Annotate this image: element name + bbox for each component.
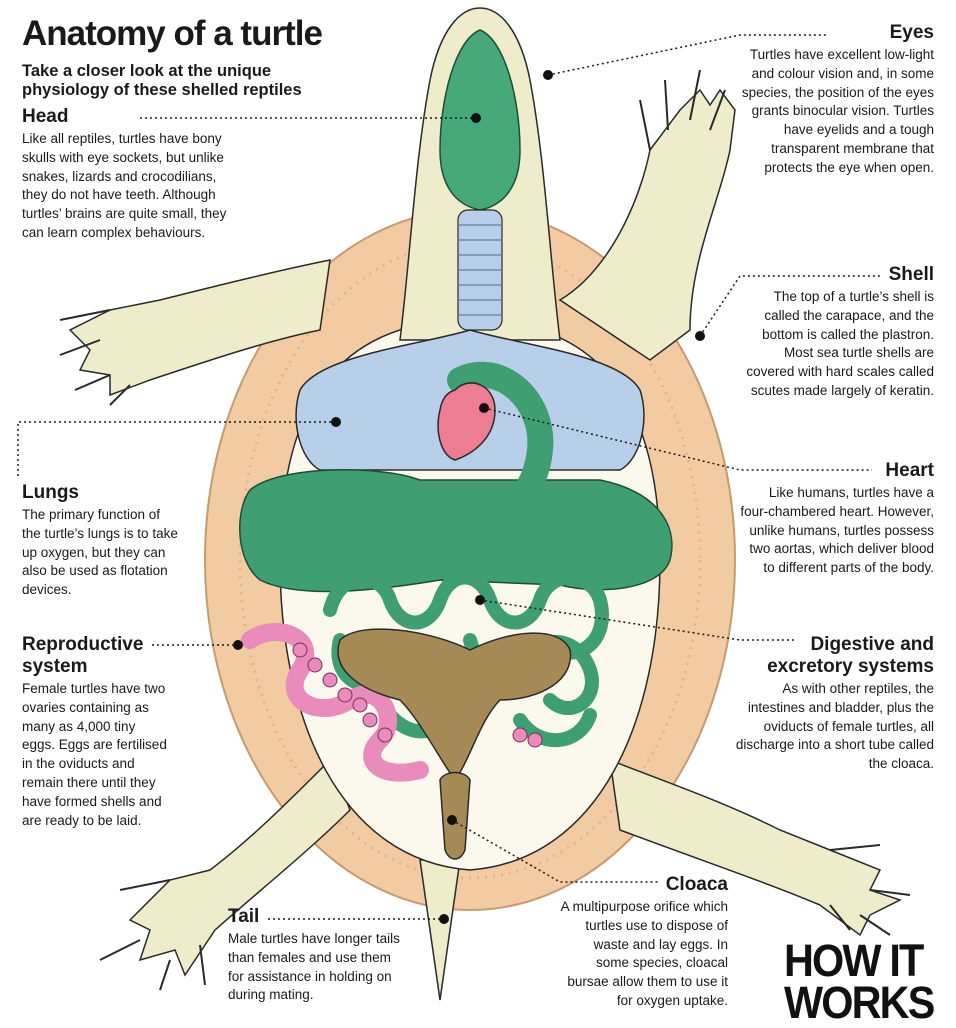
trachea-rings: [458, 224, 502, 316]
label-lungs-heading: Lungs: [22, 482, 79, 503]
rear-right-flipper: [609, 758, 911, 937]
logo-line-1: HOW IT: [784, 935, 924, 986]
page-subtitle: Take a closer look at the unique physiol…: [22, 62, 302, 99]
label-cloaca-heading: Cloaca: [665, 874, 728, 895]
label-reproductive: Reproductive system Female turtles have …: [22, 634, 172, 830]
tail: [419, 859, 461, 1001]
leader-eyes: [547, 34, 826, 76]
label-eyes: Eyes Turtles have excellent low-light an…: [734, 22, 934, 178]
leader-digestive: [479, 599, 796, 641]
leader-lines: [17, 34, 880, 920]
label-cloaca-body: A multipurpose orifice which turtles use…: [560, 899, 728, 1008]
label-cloaca: Cloaca A multipurpose orifice which turt…: [560, 874, 728, 1011]
leader-heart: [483, 407, 872, 471]
label-eyes-body: Turtles have excellent low-light and col…: [741, 47, 934, 175]
label-shell: Shell The top of a turtle’s shell is cal…: [744, 264, 934, 401]
logo-line-2: WORKS: [784, 977, 935, 1028]
liver: [239, 469, 673, 593]
shell-inner-rim: [238, 240, 702, 880]
leader-dots: [233, 70, 705, 924]
leader-cloaca: [451, 819, 660, 883]
heart: [437, 382, 496, 461]
front-left-flipper: [59, 259, 331, 406]
cloaca: [439, 771, 471, 860]
leader-lungs: [17, 421, 336, 476]
label-lungs-body: The primary function of the turtle’s lun…: [22, 507, 178, 598]
leader-shell: [699, 275, 880, 337]
label-digestive-body: As with other reptiles, the intestines a…: [735, 681, 934, 772]
front-right-flipper: [558, 69, 736, 361]
bladder: [337, 628, 572, 782]
label-lungs: Lungs The primary function of the turtle…: [22, 482, 182, 600]
label-tail: Tail Male turtles have longer tails than…: [228, 906, 408, 1005]
stomach: [447, 361, 554, 543]
label-shell-body: The top of a turtle’s shell is called th…: [746, 289, 934, 398]
label-tail-body: Male turtles have longer tails than fema…: [228, 931, 400, 1003]
rear-left-flipper: [99, 758, 351, 991]
label-heart-heading: Heart: [885, 460, 934, 481]
label-digestive: Digestive and excretory systems As with …: [732, 634, 934, 774]
reproductive-organs: [241, 622, 543, 782]
label-eyes-heading: Eyes: [889, 22, 934, 43]
label-head-body: Like all reptiles, turtles have bony sku…: [22, 131, 227, 240]
label-digestive-heading: Digestive and excretory systems: [767, 634, 934, 677]
label-heart: Heart Like humans, turtles have a four-c…: [740, 460, 934, 578]
label-heart-body: Like humans, turtles have a four-chamber…: [740, 485, 934, 576]
label-reproductive-body: Female turtles have two ovaries containi…: [22, 681, 167, 828]
label-reproductive-heading: Reproductive system: [22, 634, 144, 677]
page-title: Anatomy of a turtle: [22, 14, 323, 53]
label-head-heading: Head: [22, 106, 69, 127]
label-tail-heading: Tail: [228, 906, 260, 927]
label-head: Head Like all reptiles, turtles have bon…: [22, 106, 237, 243]
label-shell-heading: Shell: [888, 264, 934, 285]
how-it-works-logo: HOW IT WORKS: [784, 935, 940, 1028]
